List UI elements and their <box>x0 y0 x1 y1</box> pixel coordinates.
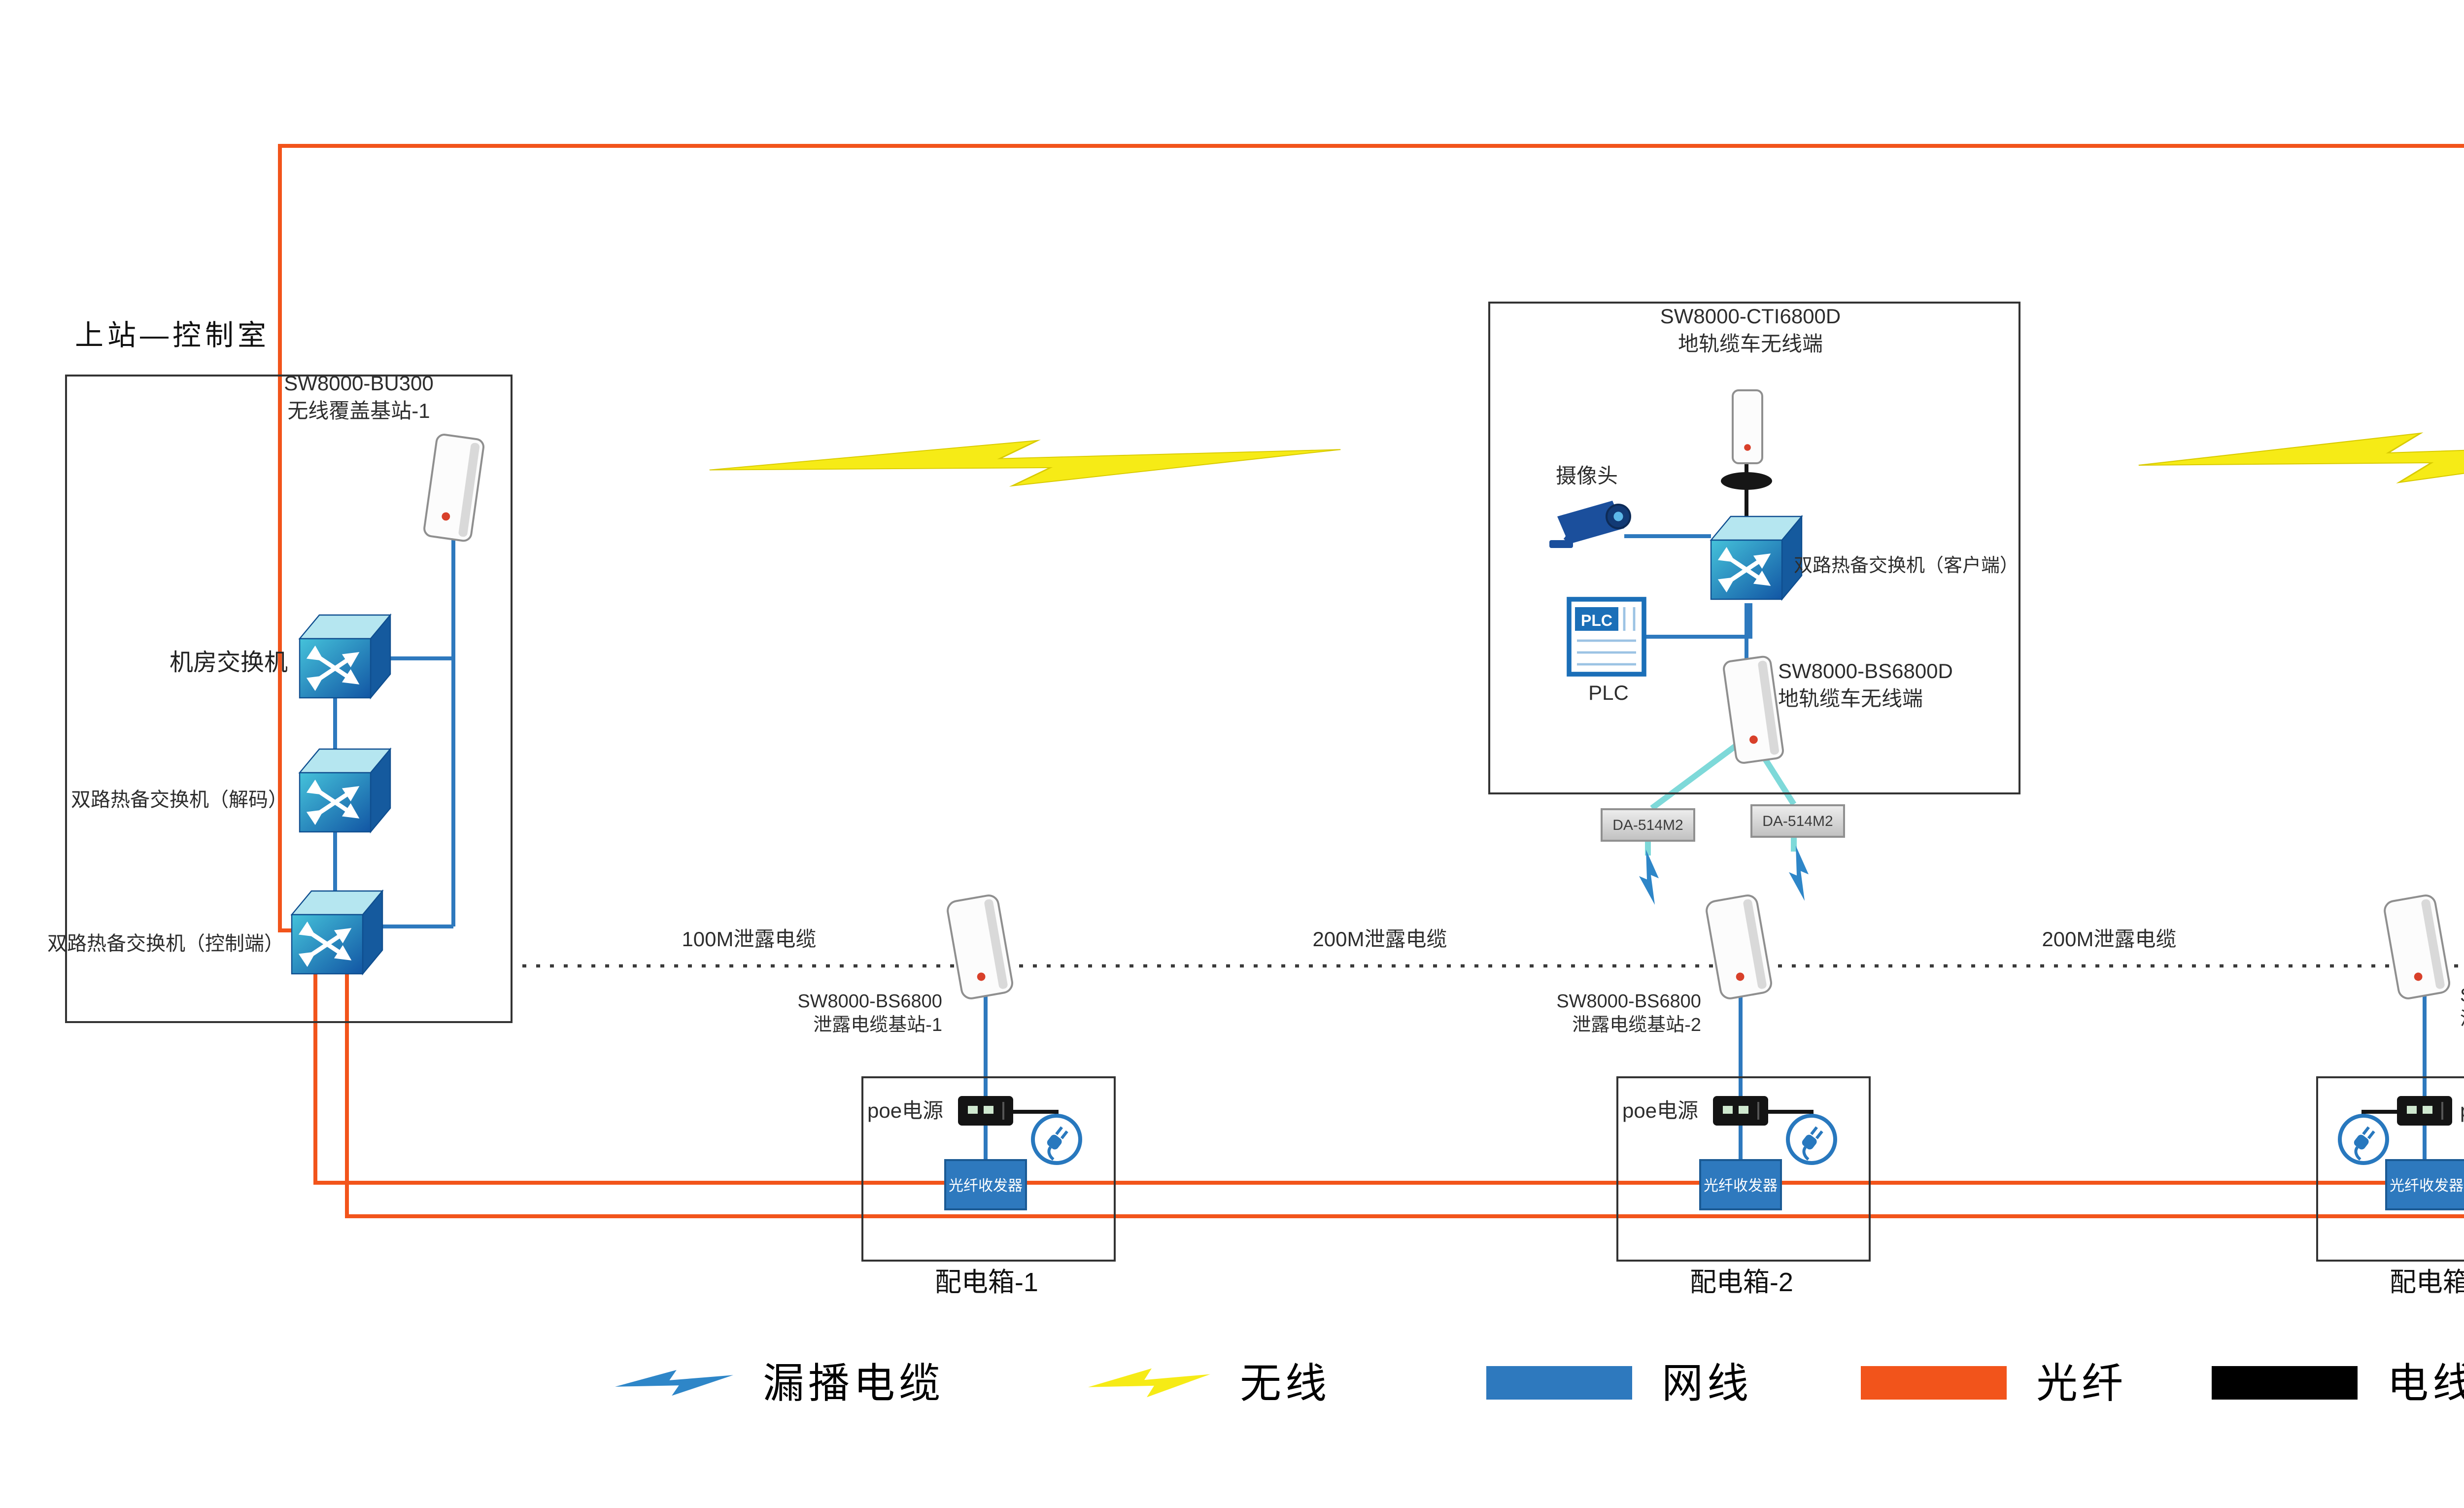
leaky-bolt-da2 <box>1789 846 1809 901</box>
net-plc-link <box>1644 603 1752 639</box>
leaky-base-3-label: SW8000-BS6800 泄露电缆基站-3 <box>2460 986 2464 1034</box>
fiber-top-run <box>278 144 2464 932</box>
fiber-transceiver-2: 光纤收发器 <box>1699 1159 1782 1210</box>
leaky-base-2-icon <box>1704 892 1774 1001</box>
leaky-bolt-da1 <box>1639 850 1659 905</box>
cti6800d-label: SW8000-CTI6800D 地轨缆车无线端 <box>1660 306 1841 356</box>
fiber-bottom-run-b <box>345 966 2464 1218</box>
legend-label: 网线 <box>1662 1360 1752 1407</box>
upper-station-box <box>65 375 513 1023</box>
upper-station-title: 上站—控制室 <box>75 321 270 353</box>
cable-segment-label: 200M泄露电缆 <box>2042 928 2177 952</box>
cable-segment-label: 100M泄露电缆 <box>682 928 817 952</box>
plc-icon: PLC <box>1567 597 1646 677</box>
base-station-1-label: SW8000-BU300 无线覆盖基站-1 <box>284 373 434 423</box>
leaky-base-3-icon <box>2382 892 2452 1001</box>
feeder-to-da1 <box>1650 743 1739 811</box>
camera-label: 摄像头 <box>1556 465 1618 489</box>
plc-chip-text: PLC <box>1581 612 1612 629</box>
legend-label: 电线 <box>2387 1360 2464 1407</box>
legend-label: 光纤 <box>2036 1360 2127 1407</box>
splitter-1: DA-514M2 <box>1601 808 1695 842</box>
power-box-1-title: 配电箱-1 <box>934 1268 1038 1297</box>
leaky-base-2-label: SW8000-BS6800 泄露电缆基站-2 <box>1556 992 1701 1038</box>
power-box-2 <box>1616 1076 1871 1262</box>
fiber-swatch <box>1861 1365 2007 1399</box>
poe-label-1: poe电源 <box>867 1100 944 1124</box>
decoder-switch-label: 双路热备交换机（解码） <box>71 790 288 812</box>
client-switch-label: 双路热备交换机（客户端） <box>1794 556 2019 578</box>
plc-label: PLC <box>1588 682 1629 706</box>
legend-item-power: 电线 <box>2212 1352 2464 1411</box>
fiber-transceiver-1: 光纤收发器 <box>944 1159 1027 1210</box>
cable-car-box <box>1488 302 2020 794</box>
power-box-3 <box>2316 1076 2464 1262</box>
network-cable-swatch <box>1486 1365 1632 1399</box>
camera-icon <box>1549 501 1631 548</box>
leaky-base-1-icon <box>945 892 1015 1001</box>
room-switch-label: 机房交换机 <box>169 649 288 676</box>
poe-label-3: poe电源 <box>2460 1100 2464 1127</box>
poe-label-2: poe电源 <box>1622 1100 1699 1124</box>
legend-item-fiber: 光纤 <box>1861 1352 2127 1411</box>
bs6800d-label: SW8000-BS6800D 地轨缆车无线端 <box>1778 660 1953 711</box>
wireless-bolt-left <box>710 441 1340 486</box>
fiber-lines <box>278 144 2464 1218</box>
legend-item-network: 网线 <box>1486 1352 1752 1411</box>
rail-wheel-icon <box>1721 472 1772 490</box>
wireless-bolt-icon <box>1088 1367 1210 1397</box>
cable-segment-label: 200M泄露电缆 <box>1312 928 1447 952</box>
leaky-base-1-label: SW8000-BS6800 泄露电缆基站-1 <box>797 992 942 1038</box>
power-box-2-title: 配电箱-2 <box>1689 1268 1793 1297</box>
network-lines <box>333 532 2427 1159</box>
fiber-transceiver-3: 光纤收发器 <box>2385 1159 2464 1210</box>
power-box-3-title: 配电箱-3 <box>2389 1268 2464 1297</box>
legend-item-wireless: 无线 <box>1088 1352 1331 1411</box>
legend-label: 漏播电缆 <box>763 1360 944 1407</box>
fiber-bottom-run-a <box>313 966 2464 1185</box>
wireless-bolt-right <box>2139 433 2464 482</box>
legend-label: 无线 <box>1240 1360 1331 1407</box>
splitter-2: DA-514M2 <box>1750 804 1845 838</box>
leaky-cable-bolt-icon <box>615 1369 733 1395</box>
power-box-1 <box>861 1076 1116 1262</box>
control-switch-label: 双路热备交换机（控制端） <box>47 934 284 956</box>
power-wire-swatch <box>2212 1365 2358 1399</box>
legend-item-leaky: 漏播电缆 <box>615 1352 944 1411</box>
